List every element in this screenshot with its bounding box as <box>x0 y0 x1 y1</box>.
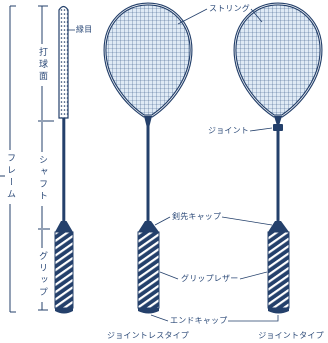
jointless-shaft <box>146 120 150 222</box>
joint-leader <box>249 127 273 132</box>
tip-cap-leader-left <box>154 216 171 226</box>
grip-leather-leader-left <box>159 271 179 280</box>
joint-end-cap <box>268 308 289 314</box>
joint-type-caption: ジョイントタイプ <box>258 331 324 340</box>
joint-head <box>233 2 323 118</box>
jointless-type-caption: ジョイントレスタイプ <box>107 331 189 340</box>
end-cap-label: エンドキャップ <box>170 316 228 325</box>
hitting-surface-label: 打球面 <box>37 44 47 86</box>
frame-label: フレーム <box>5 150 15 204</box>
side-head <box>58 5 69 119</box>
joint-racket <box>233 2 323 314</box>
side-end-cap <box>55 308 73 314</box>
jointless-grip <box>137 231 160 309</box>
joint-piece <box>273 124 283 131</box>
jointless-racket <box>103 2 193 314</box>
shaft-label: シャフト <box>37 152 47 206</box>
jointless-tip-cap <box>138 221 159 232</box>
side-shaft <box>62 118 66 222</box>
joint-throat <box>274 116 282 124</box>
edge-holes-label: 縁目 <box>76 25 93 34</box>
end-cap-leader-left <box>150 314 169 322</box>
tip-cap-leader-right <box>221 216 273 226</box>
leader-lines <box>150 8 279 322</box>
joint-label: ジョイント <box>208 126 249 135</box>
side-tip-cap <box>55 221 73 232</box>
grip-leather-leader-right <box>239 271 268 280</box>
joint-grip <box>267 231 290 309</box>
side-grip <box>54 231 74 309</box>
jointless-end-cap <box>138 308 159 314</box>
string-label: ストリング <box>209 4 250 13</box>
string-leader-right <box>250 8 263 23</box>
joint-shaft <box>276 131 280 222</box>
jointless-head <box>103 2 193 118</box>
end-cap-leader-right <box>228 315 279 322</box>
joint-tip-cap <box>268 221 289 232</box>
grip-label: グリップ <box>37 248 47 302</box>
side-view-racket <box>54 5 75 314</box>
string-leader-left <box>177 8 208 25</box>
tip-cap-label: 剣先キャップ <box>172 212 222 221</box>
grip-leather-label: グリップレザー <box>181 274 239 283</box>
